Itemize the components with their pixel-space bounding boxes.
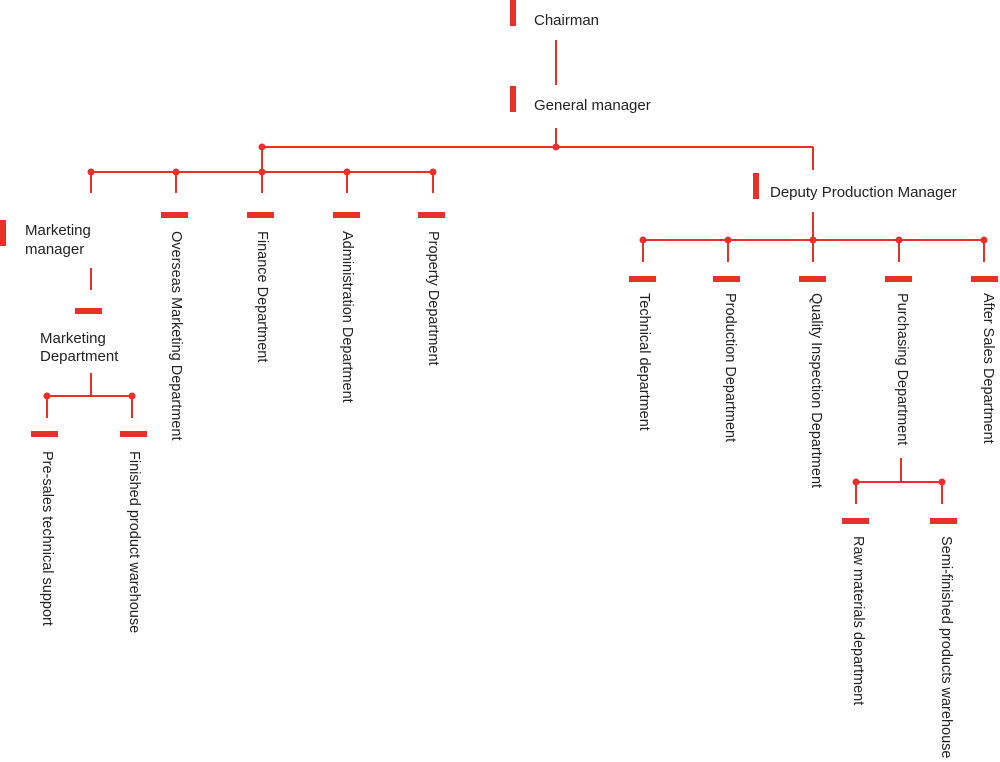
marketing-department-marker	[75, 308, 102, 314]
semi-finished-marker	[930, 518, 957, 524]
after-sales-marker	[971, 276, 998, 282]
pre-sales-technical-support-label: Pre-sales technical support	[39, 451, 55, 626]
junction-dots	[43, 143, 988, 486]
finished-product-marker	[120, 431, 147, 437]
junction-dot	[258, 168, 266, 176]
marketing-manager-label-line2: manager	[25, 241, 84, 258]
junction-dot	[552, 143, 560, 151]
semi-finished-products-warehouse-label: Semi-finished products warehouse	[938, 536, 954, 758]
overseas-marketing-department-label: Overseas Marketing Department	[168, 231, 184, 441]
marketing-manager-marker	[0, 220, 6, 246]
quality-marker	[799, 276, 826, 282]
junction-dot	[980, 236, 988, 244]
chairman-label: Chairman	[534, 12, 599, 29]
general-manager-label: General manager	[534, 97, 651, 114]
technical-department-label: Technical department	[636, 293, 652, 431]
production-department-label: Production Department	[722, 293, 738, 442]
general-manager-marker	[510, 86, 516, 112]
junction-dot	[895, 236, 903, 244]
junction-dot	[724, 236, 732, 244]
marketing-department-label-line1: Marketing	[40, 330, 106, 347]
finished-product-warehouse-label: Finished product warehouse	[126, 451, 142, 633]
raw-materials-marker	[842, 518, 869, 524]
purchasing-marker	[885, 276, 912, 282]
raw-materials-department-label: Raw materials department	[850, 536, 866, 705]
vertical-markers	[0, 0, 759, 246]
quality-inspection-department-label: Quality Inspection Department	[808, 293, 824, 488]
chairman-marker	[510, 0, 516, 26]
finance-marker	[247, 212, 274, 218]
junction-dot	[343, 168, 351, 176]
property-marker	[418, 212, 445, 218]
deputy-production-manager-marker	[753, 173, 759, 199]
administration-department-label: Administration Department	[339, 231, 355, 403]
junction-dot	[172, 168, 180, 176]
junction-dot	[639, 236, 647, 244]
after-sales-department-label: After Sales Department	[980, 293, 996, 444]
pre-sales-marker	[31, 431, 58, 437]
junction-dot	[128, 392, 136, 400]
administration-marker	[333, 212, 360, 218]
junction-dot	[429, 168, 437, 176]
junction-dot	[43, 392, 51, 400]
junction-dot	[809, 236, 817, 244]
technical-marker	[629, 276, 656, 282]
overseas-marketing-marker	[161, 212, 188, 218]
junction-dot	[87, 168, 95, 176]
production-marker	[713, 276, 740, 282]
property-department-label: Property Department	[425, 231, 441, 366]
purchasing-department-label: Purchasing Department	[894, 293, 910, 445]
marketing-manager-label-line1: Marketing	[25, 222, 91, 239]
junction-dot	[258, 143, 266, 151]
junction-dot	[938, 478, 946, 486]
horizontal-markers	[31, 212, 998, 524]
deputy-production-manager-label: Deputy Production Manager	[770, 184, 957, 201]
finance-department-label: Finance Department	[254, 231, 270, 362]
vertical-labels: Overseas Marketing Department Finance De…	[39, 231, 996, 758]
horizontal-labels: Chairman General manager Marketing manag…	[25, 12, 957, 365]
marketing-department-label-line2: Department	[40, 348, 119, 365]
junction-dot	[852, 478, 860, 486]
